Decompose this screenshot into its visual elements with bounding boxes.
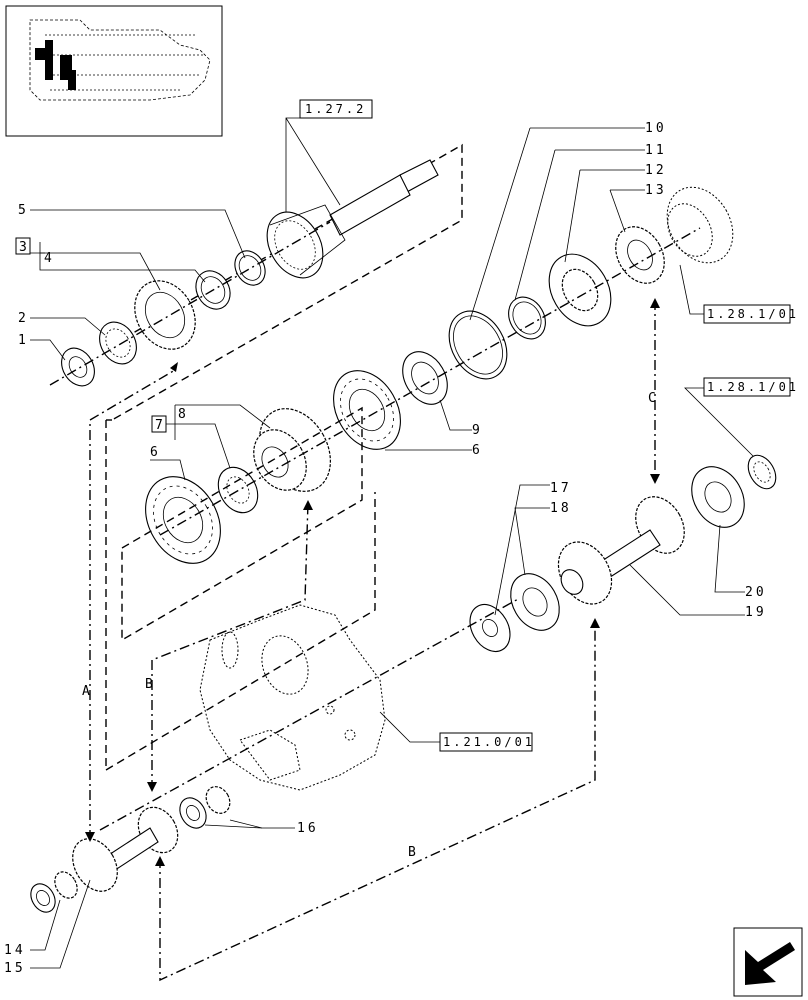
- transmission-housing: [199, 604, 386, 791]
- overview-thumbnail[interactable]: [5, 5, 223, 137]
- svg-text:6: 6: [150, 445, 161, 460]
- label-8: 8: [178, 407, 189, 422]
- label-6-lower: 6: [150, 445, 161, 460]
- svg-text:1.28.1/01: 1.28.1/01: [707, 307, 799, 321]
- svg-text:16: 16: [297, 821, 319, 836]
- part-2-needle-bearing[interactable]: [92, 315, 143, 370]
- label-18: 18: [550, 501, 572, 516]
- label-9: 9: [472, 423, 483, 438]
- part-8-bushing[interactable]: [210, 460, 265, 520]
- svg-text:3: 3: [19, 240, 30, 255]
- label-11: 11: [645, 143, 667, 158]
- svg-text:4: 4: [44, 251, 55, 266]
- needle-bearing-right[interactable]: [743, 450, 782, 493]
- connector-b-upper: B: [145, 677, 156, 692]
- part-6-bearing-upper[interactable]: [320, 359, 414, 462]
- part-9-washer[interactable]: [394, 344, 457, 412]
- housing-cover: [666, 186, 734, 264]
- svg-text:18: 18: [550, 501, 572, 516]
- lower-cluster-shaft[interactable]: [64, 800, 186, 899]
- reference-1-28-1-01-lower[interactable]: 1.28.1/01: [703, 377, 799, 397]
- next-page-arrow-icon[interactable]: [733, 927, 803, 997]
- label-14: 14: [4, 943, 26, 958]
- splined-shaft: [266, 159, 439, 279]
- part-14-bearing[interactable]: [26, 880, 60, 917]
- part-10-snap-ring[interactable]: [437, 301, 518, 389]
- part-5-snap-ring[interactable]: [229, 245, 271, 290]
- label-16: 16: [297, 821, 319, 836]
- part-16-bearings[interactable]: [175, 782, 235, 832]
- svg-text:11: 11: [645, 143, 667, 158]
- svg-text:19: 19: [745, 605, 767, 620]
- svg-text:2: 2: [18, 311, 29, 326]
- reference-1-27-2-text: 1.27.2: [305, 102, 366, 116]
- part-13-gear[interactable]: [606, 218, 674, 292]
- label-13: 13: [645, 183, 667, 198]
- svg-text:7: 7: [155, 418, 166, 433]
- svg-text:8: 8: [178, 407, 189, 422]
- label-19: 19: [745, 605, 767, 620]
- svg-text:1.21.0/01: 1.21.0/01: [443, 735, 535, 749]
- part-3-gear[interactable]: [123, 270, 207, 360]
- svg-text:1: 1: [18, 333, 29, 348]
- part-11-snap-ring[interactable]: [501, 290, 552, 345]
- svg-text:B: B: [408, 845, 419, 860]
- label-20: 20: [745, 585, 767, 600]
- part-19-cluster-shaft[interactable]: [548, 488, 694, 614]
- part-7-gear-cluster[interactable]: [243, 396, 344, 504]
- svg-text:A: A: [82, 684, 93, 699]
- svg-text:C: C: [648, 391, 659, 406]
- part-15-gear[interactable]: [50, 868, 81, 902]
- connector-a: A: [82, 684, 93, 699]
- reference-1-27-2[interactable]: 1.27.2: [299, 99, 373, 119]
- part-1-washer[interactable]: [55, 342, 101, 392]
- svg-text:14: 14: [4, 943, 26, 958]
- svg-text:10: 10: [645, 121, 667, 136]
- part-12-synchro-hub[interactable]: [537, 243, 623, 337]
- svg-text:13: 13: [645, 183, 667, 198]
- part-20-bearing[interactable]: [681, 457, 755, 536]
- label-6-upper: 6: [472, 443, 483, 458]
- label-4: 4: [44, 251, 55, 266]
- reference-1-21-0-01[interactable]: 1.21.0/01: [439, 732, 535, 752]
- svg-text:9: 9: [472, 423, 483, 438]
- svg-text:5: 5: [18, 203, 29, 218]
- label-12: 12: [645, 163, 667, 178]
- svg-text:20: 20: [745, 585, 767, 600]
- svg-text:17: 17: [550, 481, 572, 496]
- label-2: 2: [18, 311, 29, 326]
- svg-text:15: 15: [4, 961, 26, 976]
- label-10: 10: [645, 121, 667, 136]
- part-6-bearing-lower[interactable]: [131, 463, 236, 577]
- connector-b-lower: B: [408, 845, 419, 860]
- svg-text:12: 12: [645, 163, 667, 178]
- part-18-bearing[interactable]: [501, 565, 569, 639]
- label-17: 17: [550, 481, 572, 496]
- label-7-boxed: 7: [151, 415, 167, 433]
- svg-text:6: 6: [472, 443, 483, 458]
- connector-c: C: [648, 391, 659, 406]
- label-1: 1: [18, 333, 29, 348]
- label-15: 15: [4, 961, 26, 976]
- label-3-boxed: 3: [15, 237, 31, 255]
- svg-text:B: B: [145, 677, 156, 692]
- svg-text:1.28.1/01: 1.28.1/01: [707, 380, 799, 394]
- reference-1-28-1-01-upper[interactable]: 1.28.1/01: [703, 304, 799, 324]
- label-5: 5: [18, 203, 29, 218]
- part-17-washer[interactable]: [462, 597, 518, 658]
